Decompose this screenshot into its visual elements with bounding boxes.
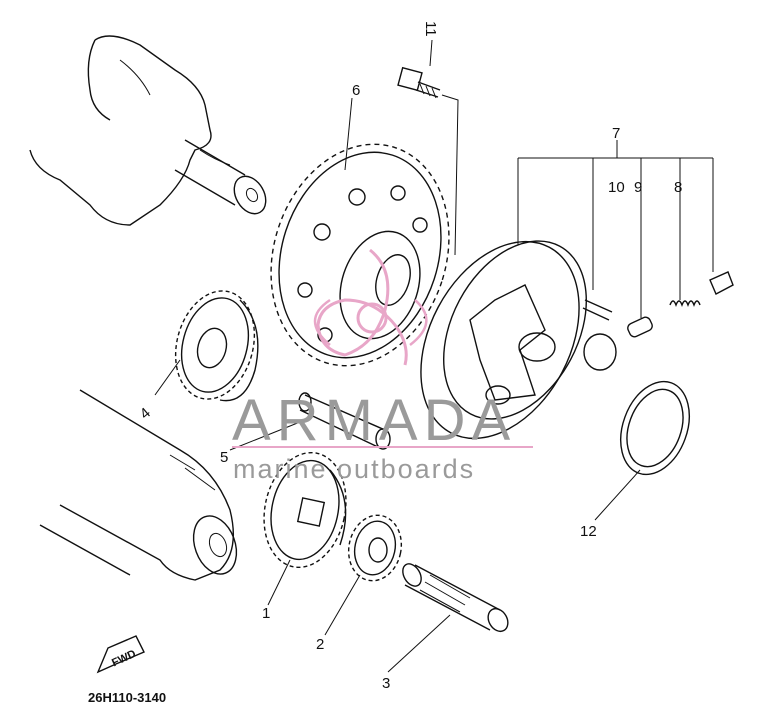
driven-gear-6 bbox=[270, 143, 450, 367]
callout-9: 9 bbox=[634, 179, 642, 196]
part-code: 26H110-3140 bbox=[88, 690, 166, 705]
callout-11: 11 bbox=[422, 21, 439, 37]
watermark-tagline: marine outboards bbox=[233, 454, 475, 484]
starter-gear-1 bbox=[263, 451, 347, 569]
callout-6: 6 bbox=[352, 82, 360, 99]
callout-1: 1 bbox=[262, 605, 270, 622]
crankshaft-drawing bbox=[29, 35, 267, 226]
bolt-11 bbox=[397, 66, 441, 99]
idle-gear-4 bbox=[174, 290, 259, 402]
splined-shaft-3 bbox=[402, 563, 509, 633]
callout-4: 4 bbox=[137, 404, 154, 422]
callout-5: 5 bbox=[220, 449, 228, 466]
callout-2: 2 bbox=[316, 636, 324, 653]
clutch-small-parts bbox=[582, 271, 734, 371]
one-way-clutch-housing-7 bbox=[420, 240, 587, 440]
watermark-brand: ARMADA bbox=[232, 388, 516, 453]
watermark-logo-mark bbox=[313, 248, 428, 366]
pinion-gear-2 bbox=[347, 514, 403, 582]
fwd-label: FWD bbox=[110, 648, 138, 669]
callout-7: 7 bbox=[612, 125, 620, 142]
washer-12 bbox=[620, 380, 690, 476]
fwd-arrow: FWD bbox=[96, 635, 145, 674]
armada-watermark: ARMADA marine outboards bbox=[232, 248, 533, 484]
leader-lines bbox=[154, 39, 714, 673]
callout-12: 12 bbox=[580, 523, 597, 540]
starter-motor-drawing bbox=[39, 389, 238, 581]
callout-3: 3 bbox=[382, 675, 390, 692]
shaft-5 bbox=[298, 392, 391, 450]
callout-10: 10 bbox=[608, 179, 625, 196]
callout-8: 8 bbox=[674, 179, 682, 196]
callout-numbers: 1 2 3 4 5 6 7 8 9 10 11 12 bbox=[137, 21, 683, 692]
